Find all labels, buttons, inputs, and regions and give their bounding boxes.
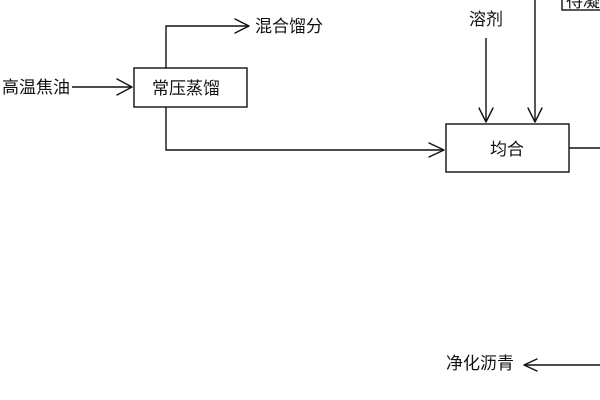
cutoff-label: 待凝 <box>566 0 600 12</box>
homogenize-arrowhead <box>428 142 445 158</box>
cutoff-box <box>561 0 600 11</box>
distillation-box <box>133 67 248 108</box>
product-arrowhead <box>523 358 538 372</box>
mixed-fraction-label: 混合馏分 <box>255 17 323 37</box>
homogenize-box <box>445 123 570 173</box>
distillation-label: 常压蒸馏 <box>152 79 220 99</box>
top-input-arrowhead <box>527 107 543 123</box>
distillation-to-homogenize-line <box>165 107 444 151</box>
feed-arrowhead <box>116 78 133 96</box>
feed-label: 高温焦油 <box>2 78 70 98</box>
solvent-label: 溶剂 <box>469 10 503 30</box>
product-label: 净化沥青 <box>446 354 514 374</box>
mixed-fraction-arrowhead <box>234 18 250 34</box>
solvent-arrowhead <box>478 107 494 123</box>
homogenize-label: 均合 <box>490 140 524 160</box>
distillation-to-mixed-line <box>165 25 249 68</box>
